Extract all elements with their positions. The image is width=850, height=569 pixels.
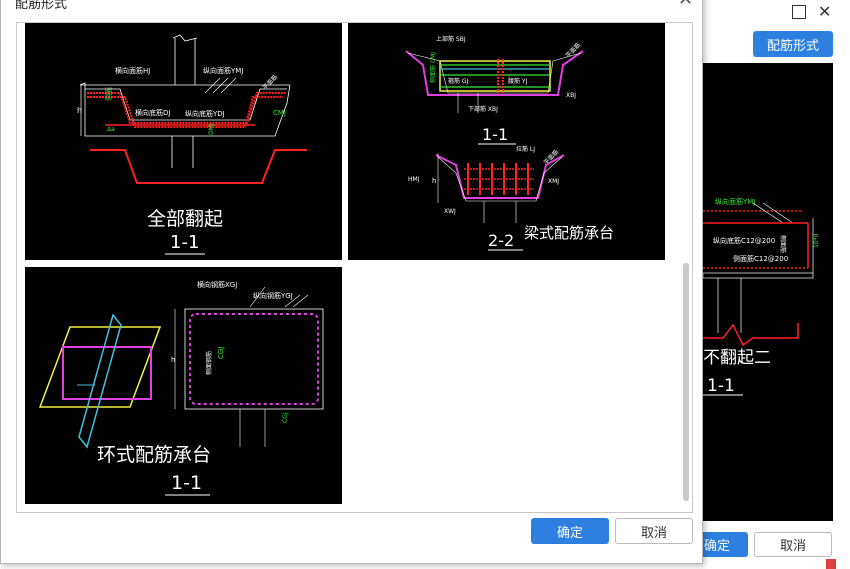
option-beam-type-cap-drawing: 上部筋 SBJ 箍筋 GJ 腰筋 YJ 侧面筋 CMJ 下部筋 XBJ XBJ … [405,35,614,251]
opt2-section-a: 1-1 [482,125,508,144]
opt2-slope2-label: 平面筋 [542,148,560,166]
opt2-hmj-label: HMJ [408,176,420,183]
background-ok-button[interactable]: 确定 [700,532,748,557]
opt1-title: 全部翻起 [147,208,223,230]
maximize-icon[interactable] [792,5,806,19]
background-preview-canvas: 纵向面筋YMJ 纵向底筋C12@200 侧面筋C12@200 侧面筋 10*d … [703,63,833,521]
opt2-top-label: 上部筋 SBJ [436,35,466,43]
rebar-form-button[interactable]: 配筋形式 [753,31,833,57]
opt1-xdj-label: 横向底筋DJ [135,108,170,117]
opt3-h-label: h [171,356,175,364]
opt1-dmj-label: DMJ [208,123,215,135]
opt2-tie-grid [464,163,534,195]
option-beam-type-cap[interactable]: 上部筋 SBJ 箍筋 GJ 腰筋 YJ 侧面筋 CMJ 下部筋 XBJ XBJ … [348,23,665,260]
opt2-slope-label: 平面筋 [564,41,582,59]
bg-label-side1: 侧面筋C12@200 [733,254,788,263]
cancel-button[interactable]: 取消 [615,518,693,544]
option-all-bent-up-drawing: h 侧面 横向面筋HJ 纵向面筋YMJ 平面筋 横向底筋DJ 纵向底筋YDJ C… [77,34,307,255]
background-preview-drawing: 纵向面筋YMJ 纵向底筋C12@200 侧面筋C12@200 侧面筋 10*d … [703,197,820,396]
opt3-title: 环式配筋承台 [97,444,211,466]
opt2-title: 梁式配筋承台 [524,224,614,242]
opt3-cgj-label: CGJ [217,347,225,359]
opt1-ydj-label: 纵向底筋YDJ [185,109,225,118]
opt2-right-label: XBJ [566,92,576,99]
opt1-ymj-label: 纵向面筋YMJ [203,66,243,75]
option-ring-type-cap[interactable]: h 横向钢筋XGJ 纵向钢筋YGJ 侧面钢筋 CGJ CGJ 环式配筋承台 1-… [25,267,342,504]
bg-label-side2: 侧面筋 [779,235,787,253]
opt1-angle-label: Δa [107,126,115,133]
opt2-section-b: 2-2 [488,231,514,250]
bg-label-small: 10*d [813,233,820,248]
dialog-title: 配筋形式 [15,0,68,12]
background-cancel-button[interactable]: 取消 [754,532,832,557]
opt1-hj-label: 横向面筋HJ [115,66,150,75]
opt1-h-label: h [77,106,82,115]
close-icon[interactable]: ✕ [678,0,693,10]
opt2-side2-label: 腰筋 YJ [508,77,528,85]
opt3-ygj-label: 纵向钢筋YGJ [253,291,293,300]
bg-label-top: 纵向面筋YMJ [715,197,755,206]
form-options-panel: h 侧面 横向面筋HJ 纵向面筋YMJ 平面筋 横向底筋DJ 纵向底筋YDJ C… [16,22,693,513]
opt2-bottom-label: 下部筋 XBJ [468,105,498,113]
opt3-cgj2-label: CGJ [282,412,289,423]
opt3-cmgj-label: 侧面钢筋 [205,351,213,375]
option-all-bent-up[interactable]: h 侧面 横向面筋HJ 纵向面筋YMJ 平面筋 横向底筋DJ 纵向底筋YDJ C… [25,23,342,260]
bg-preview-title: 不翻起二 [703,348,771,368]
opt3-section: 1-1 [171,472,202,494]
opt1-side-label: 侧面 [104,87,113,101]
opt2-xmj-label: XMJ [548,178,559,185]
option-ring-type-cap-drawing: h 横向钢筋XGJ 纵向钢筋YGJ 侧面钢筋 CGJ CGJ 环式配筋承台 1-… [38,280,324,496]
bg-label-mid: 纵向底筋C12@200 [713,236,775,245]
opt3-xgj-label: 横向钢筋XGJ [197,280,237,289]
opt2-tie-label: 拉筋 LJ [516,145,535,153]
opt2-h-label: h [432,177,436,185]
opt1-cmj-label: CMJ [273,109,286,117]
ok-button[interactable]: 确定 [531,518,609,544]
opt2-xwj-label: XWJ [444,208,456,215]
taskbar-indicator-icon [826,559,836,569]
opt2-stirrup-label: 箍筋 GJ [448,77,469,85]
options-scrollbar[interactable] [683,263,689,501]
close-icon[interactable]: ✕ [818,2,832,21]
rebar-form-dialog: 配筋形式 ✕ [0,0,703,564]
bg-preview-section: 1-1 [707,376,735,396]
opt1-section: 1-1 [170,232,199,253]
opt2-side1-label: 侧面筋 CMJ [429,52,437,83]
